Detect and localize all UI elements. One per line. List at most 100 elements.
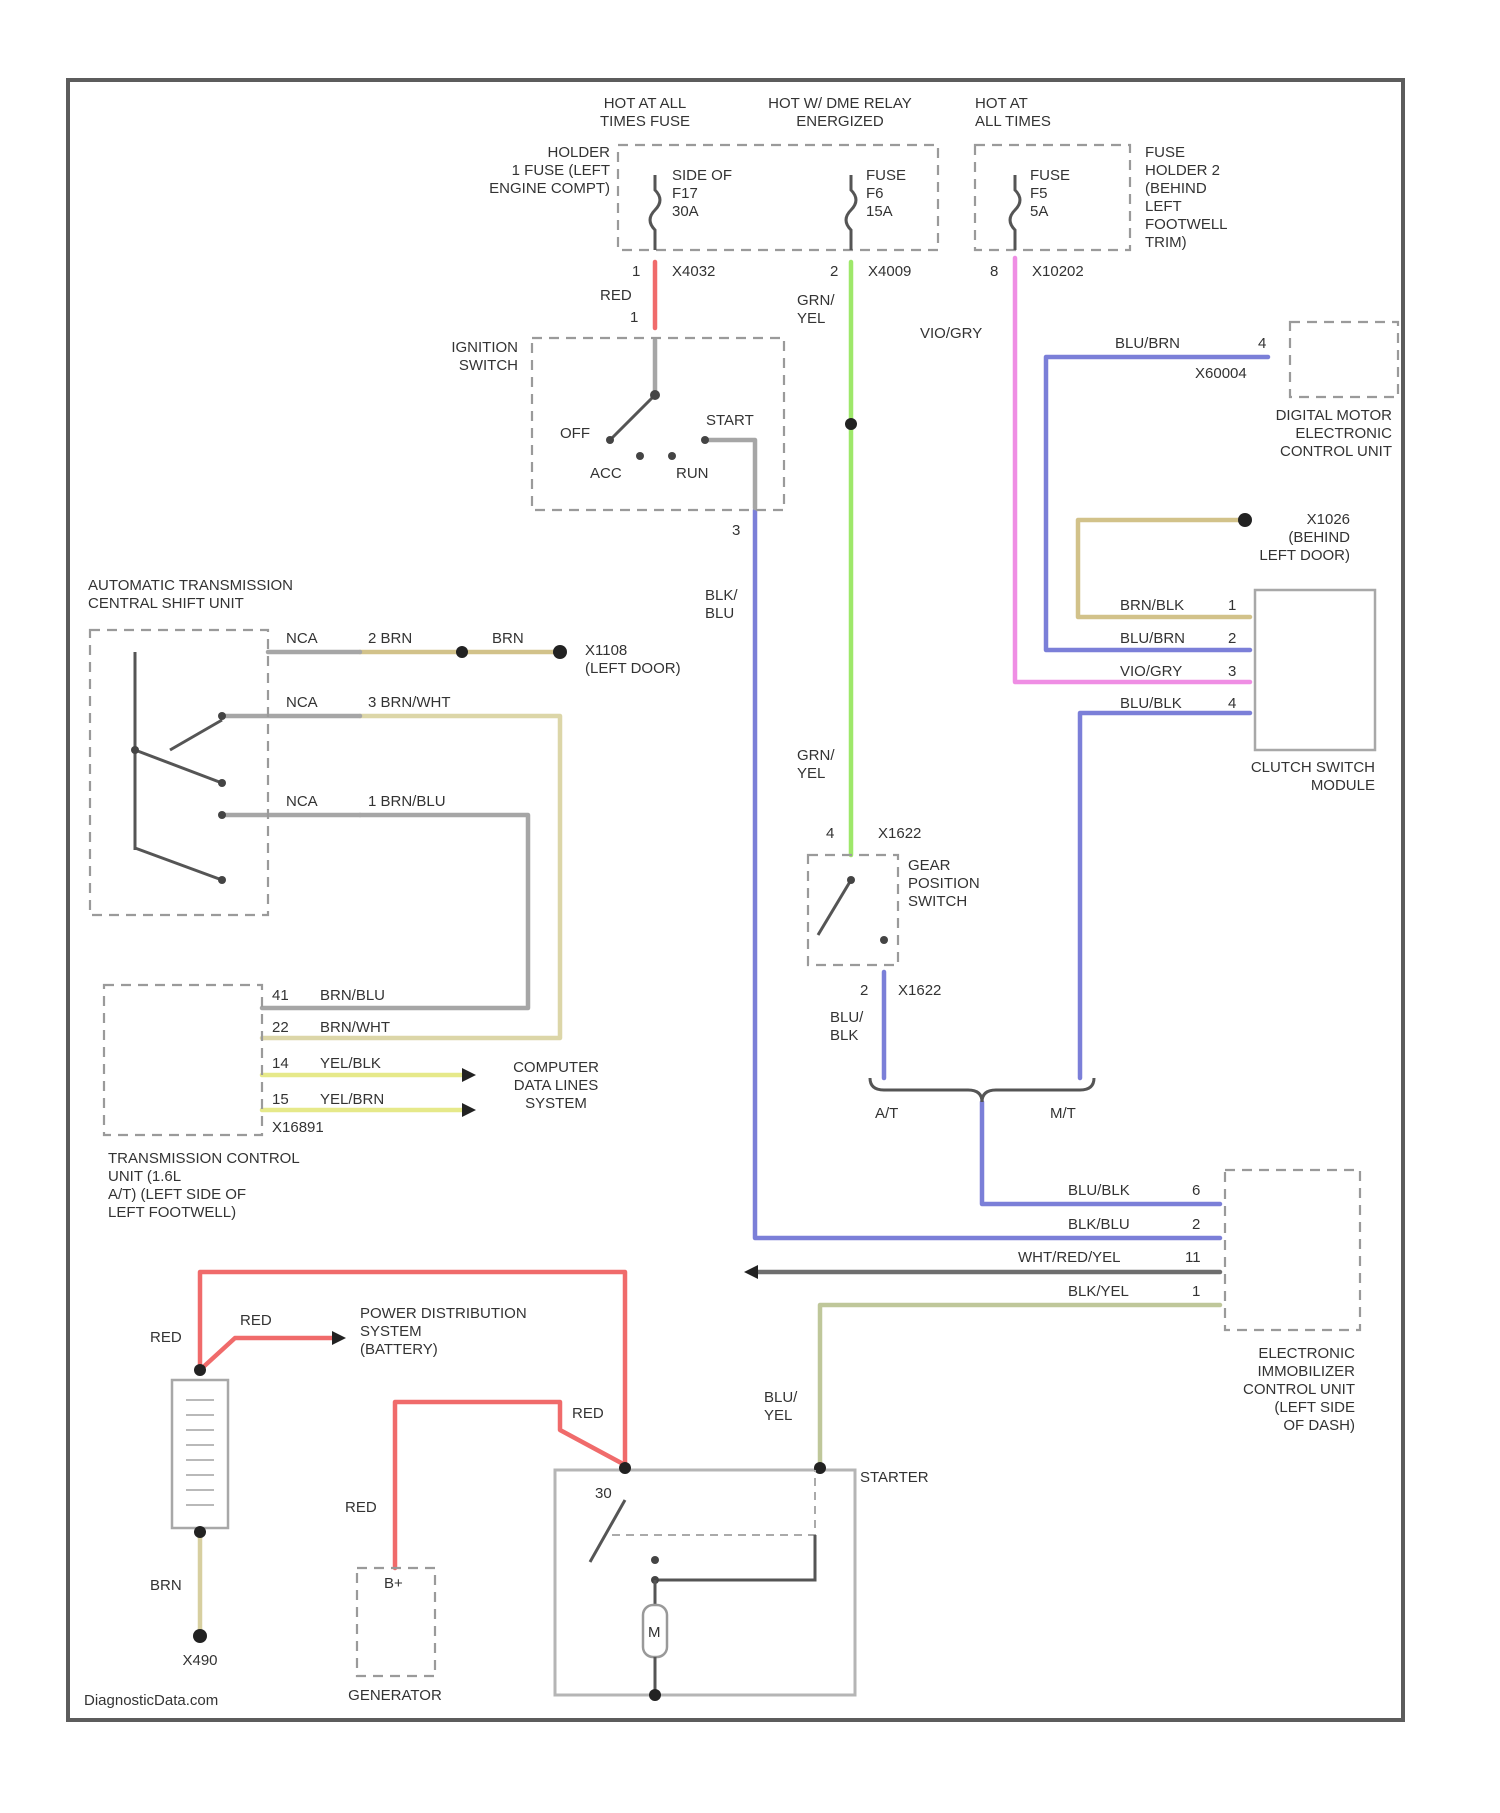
dme-unit: BLU/BRN 4 X60004 DIGITAL MOTORELECTRONIC… [1115,322,1398,460]
fuse-block-conn-2: X4009 [868,263,911,280]
fuse-f17-symbol [650,175,660,250]
wire-generator-red [395,1402,625,1568]
shift-ground-dot [553,645,567,659]
fuse-block-1-outline [618,145,938,250]
shift-switch-2 [135,848,222,880]
clutch-wire-3: VIO/GRY [1120,663,1182,680]
shift-ground-label: X1108(LEFT DOOR) [585,642,681,677]
ignition-pin-out: 3 [732,522,740,539]
tcu-wire-2: BRN/WHT [320,1019,390,1036]
clutch-switch-module: BRN/BLK BLU/BRN VIO/GRY BLU/BLK 1 2 3 4 … [1120,590,1375,794]
starter-body [555,1470,855,1695]
tcu-conn: X16891 [272,1119,324,1136]
shift-contact-pivot [131,746,139,754]
ews-wire-4: BLK/YEL [1068,1283,1129,1300]
ews-outline [1225,1170,1360,1330]
shift-wire-2: 3 BRN/WHT [368,694,451,711]
battery-red-label: RED [150,1329,182,1346]
wire-battery-pds [200,1338,338,1370]
ignition-contact-off [606,436,614,444]
tcu-pin-3: 14 [272,1055,289,1072]
gear-conn-bot: X1622 [898,982,941,999]
ignition-switch-arm [610,395,655,440]
starter-s-dot [814,1462,826,1474]
ignition-start-label: START [706,412,754,429]
fuse-block-pin-2: 2 [830,263,838,280]
ignition-pin-in: 1 [630,309,638,326]
vio-gry-label-top: VIO/GRY [920,325,982,342]
ews-pin-4: 1 [1192,1283,1200,1300]
ground-x1026-dot [1238,513,1252,527]
generator-wire-label: RED [345,1499,377,1516]
starter-30-label: 30 [595,1485,612,1502]
starter-solenoid-arm [590,1500,625,1562]
tcu-wire-1: BRN/BLU [320,987,385,1004]
pds-arrow [332,1331,346,1345]
gear-switch-outline [808,855,898,965]
starter-solenoid-dash [612,1470,815,1535]
clutch-wire-1: BRN/BLK [1120,597,1184,614]
gear-pin-top: 4 [826,825,834,842]
ews-pin-1: 6 [1192,1182,1200,1199]
clutch-pin-3: 3 [1228,663,1236,680]
immobilizer-control-unit: BLU/BLK BLK/BLU WHT/RED/YEL BLK/YEL 6 2 … [744,1170,1360,1434]
fuse-holder-2-pin: 8 [990,263,998,280]
starter-contact-1 [651,1556,659,1564]
ignition-acc-label: ACC [590,465,622,482]
shift-nca-3: NCA [286,793,318,810]
shift-contact-d [218,876,226,884]
gear-switch-arm [818,880,851,935]
branch-mt-label: M/T [1050,1105,1076,1122]
dme-outline [1290,322,1398,397]
gear-contact-pivot [847,876,855,884]
wire-battery-red [200,1272,625,1468]
wire-blu-blk-mt [1080,713,1250,1078]
gear-position-switch: 4 X1622 GEARPOSITIONSWITCH 2 X1622 BLU/B… [808,825,980,1044]
clutch-module-label: CLUTCH SWITCHMODULE [1251,759,1375,794]
battery-section: RED RED POWER DISTRIBUTIONSYSTEM(BATTERY… [150,1305,527,1669]
battery-red-label-2: RED [240,1312,272,1329]
ignition-switch-label: IGNITIONSWITCH [451,339,518,374]
starter-ground-dot [649,1689,661,1701]
fuse-holder-2-hot-label: HOT ATALL TIMES [975,95,1051,130]
tcu-wire-4: YEL/BRN [320,1091,384,1108]
starter: RED BLU/YEL STARTER 30 M [555,1389,929,1701]
wire-blk-yel [820,1305,1220,1470]
clutch-wire-2: BLU/BRN [1120,630,1185,647]
credit-label: DiagnosticData.com [84,1692,218,1709]
grn-yel-label-upper: GRN/YEL [797,292,835,327]
starter-m-label: M [648,1624,661,1641]
fuse-holder-1-label: HOLDER1 FUSE (LEFTENGINE COMPT) [489,144,610,197]
shift-switch-upper [170,720,222,750]
clutch-module-box [1255,590,1375,750]
dme-pin: 4 [1258,335,1266,352]
ews-pin-2: 2 [1192,1216,1200,1233]
starter-label: STARTER [860,1469,929,1486]
fuse-holder-2-outline [975,145,1130,250]
ignition-wire-in-label: RED [600,287,632,304]
gear-contact-out [880,936,888,944]
starter-coil-wire [655,1535,815,1580]
ignition-contact-start [701,436,709,444]
battery-top-dot [194,1364,206,1376]
clutch-pin-2: 2 [1228,630,1236,647]
gear-wire-label: BLU/BLK [830,1009,864,1044]
clutch-pin-1: 1 [1228,597,1236,614]
grn-yel-splice [845,418,857,430]
fuse-holder-2-conn: X10202 [1032,263,1084,280]
hot-relay-label: HOT W/ DME RELAYENERGIZED [768,95,912,130]
at-mt-branch-brace [870,1078,1094,1102]
ews-arrow [744,1265,758,1279]
starter-blu-yel-label: BLU/YEL [764,1389,798,1424]
fuse-f5-symbol [1010,175,1020,250]
fuse-holder-2: HOT ATALL TIMES FUSEF55A FUSEHOLDER 2(BE… [975,95,1228,280]
battery-ground-dot [193,1629,207,1643]
shift-brn-label: BRN [492,630,524,647]
